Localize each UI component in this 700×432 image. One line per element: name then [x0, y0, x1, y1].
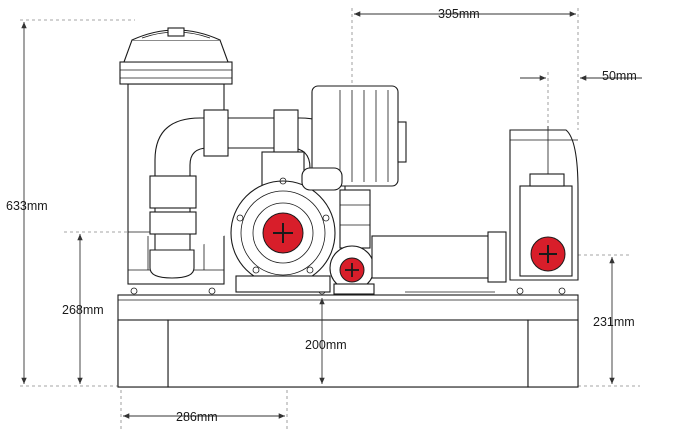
- dim-label-center-height: 200mm: [305, 338, 347, 352]
- dim-label-outlet-height: 231mm: [593, 315, 635, 329]
- main-pump: [230, 151, 343, 293]
- base-frame: [117, 287, 579, 388]
- motor: [311, 85, 407, 187]
- port-heater: [530, 236, 566, 272]
- connecting-pipe: [371, 231, 507, 293]
- port-small-pump: [339, 257, 365, 283]
- dim-label-offset-right: 50mm: [602, 69, 637, 83]
- port-main-pump: [262, 212, 304, 254]
- dim-label-overall-height: 633mm: [6, 199, 48, 213]
- dim-label-width-top: 395mm: [438, 7, 480, 21]
- dim-label-base-width: 286mm: [176, 410, 218, 424]
- dimension-lines: [21, 11, 642, 419]
- dim-label-inlet-height: 268mm: [62, 303, 104, 317]
